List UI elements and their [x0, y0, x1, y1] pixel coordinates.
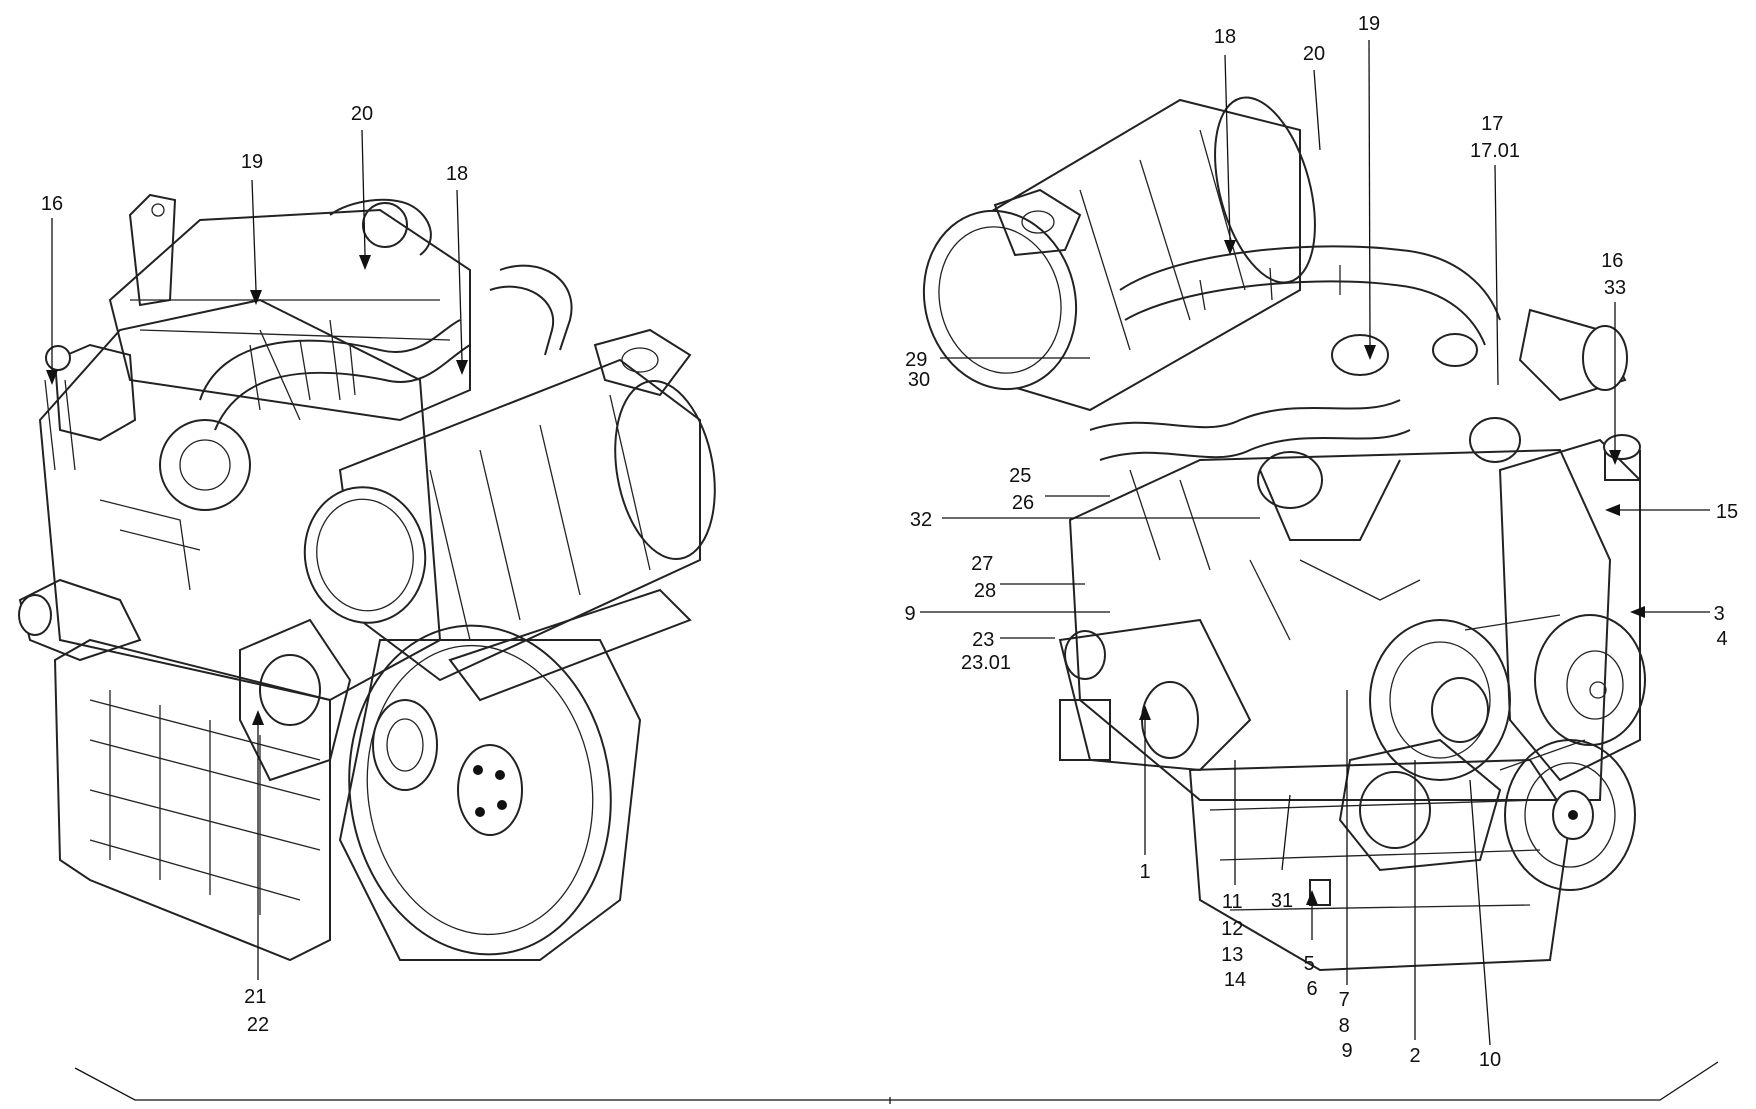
callout-7-9: 7 8 9 [1339, 989, 1356, 1062]
callout-1: 1 [1139, 861, 1150, 883]
callout-15: 15 [1716, 501, 1738, 523]
callout-27-28: 27 28 [971, 553, 999, 602]
dpf-canister-right [922, 96, 1316, 412]
crank-pulley [1504, 739, 1636, 891]
callout-3-4: 3 4 [1714, 603, 1731, 650]
callout-21-22: 21 22 [244, 986, 272, 1036]
callout-20-left: 20 [351, 103, 373, 125]
callout-11-14: 11 12 13 14 [1221, 891, 1249, 991]
callout-2: 2 [1409, 1045, 1420, 1067]
callout-29-30: 29 30 [905, 349, 933, 391]
assembly-bracket-line [74, 1061, 1719, 1104]
callout-17: 17 17.01 [1470, 113, 1520, 162]
water-pump-pulley [1534, 614, 1646, 746]
right-engine-view [922, 96, 1646, 972]
callout-25-26: 25 26 [1009, 465, 1037, 514]
alternator [1369, 619, 1511, 781]
callout-5-6: 5 6 [1304, 953, 1321, 1000]
callout-18-right: 18 [1214, 26, 1236, 48]
arrowheads [46, 240, 1645, 905]
callout-23: 23 23.01 [961, 629, 1011, 674]
flywheel-left [338, 624, 642, 961]
leader-lines [51, 39, 1710, 1046]
callout-18-left: 18 [446, 163, 468, 185]
callout-32: 32 [910, 509, 932, 531]
callout-10: 10 [1479, 1049, 1501, 1071]
callout-31: 31 [1271, 890, 1293, 912]
callout-9: 9 [904, 603, 915, 625]
callout-20-right: 20 [1303, 43, 1325, 65]
callout-16-left: 16 [41, 193, 63, 215]
callout-16-33: 16 33 [1601, 250, 1629, 299]
dpf-canister-left [303, 328, 716, 702]
callout-19-right: 19 [1358, 13, 1380, 35]
callout-labels: 16 19 20 18 21 22 18 20 19 17 17.01 16 3… [41, 13, 1738, 1071]
callout-19-left: 19 [241, 151, 263, 173]
left-engine-view [18, 193, 716, 962]
